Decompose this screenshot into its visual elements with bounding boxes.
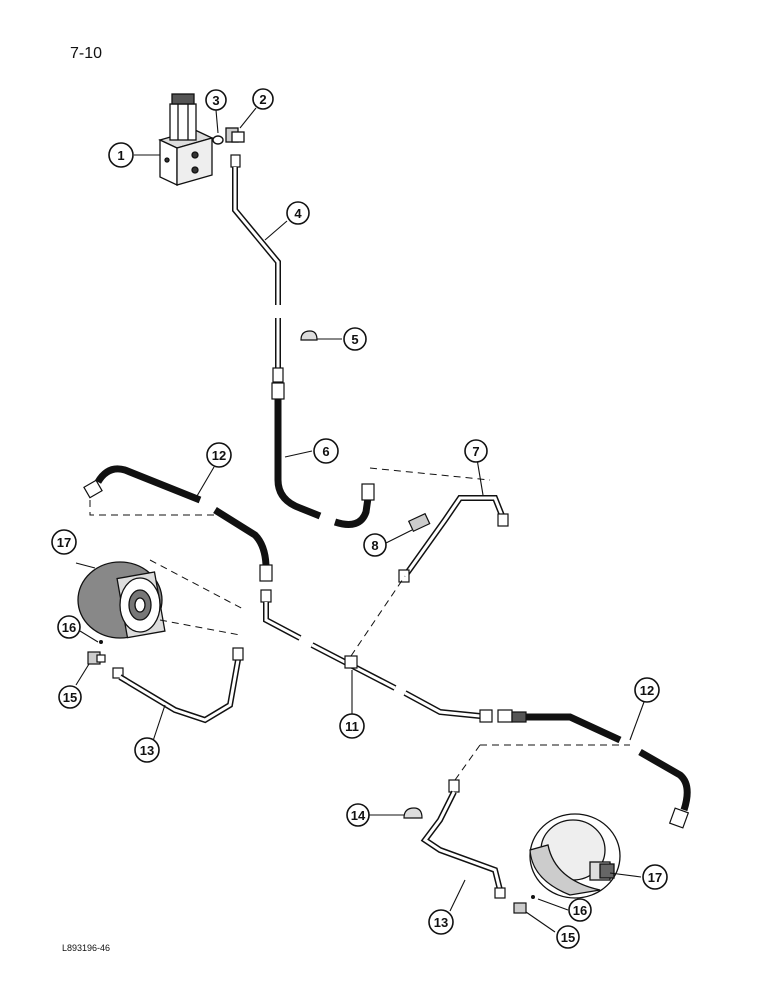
- clamp-5: [300, 330, 318, 341]
- tube-11: [260, 575, 493, 723]
- svg-text:1: 1: [117, 148, 124, 163]
- callout-2: 2: [252, 88, 274, 110]
- callout-16-left: 16: [57, 615, 81, 639]
- svg-text:17: 17: [648, 870, 662, 885]
- seal-16-right: [531, 895, 535, 899]
- callout-1: 1: [108, 142, 134, 168]
- svg-text:13: 13: [434, 915, 448, 930]
- svg-text:3: 3: [212, 93, 219, 108]
- callout-3: 3: [205, 89, 227, 111]
- svg-text:15: 15: [561, 930, 575, 945]
- hose-6: [271, 382, 375, 528]
- sleeve-8: [407, 512, 431, 533]
- wheel-motor-left: [77, 559, 246, 639]
- callout-15-right: 15: [556, 925, 580, 949]
- svg-text:7: 7: [472, 444, 479, 459]
- svg-text:6: 6: [322, 444, 329, 459]
- elbow-fitting: [225, 127, 245, 143]
- tube-13-left: [112, 647, 244, 724]
- callout-6: 6: [313, 438, 339, 464]
- callout-13-right: 13: [428, 909, 454, 935]
- svg-text:13: 13: [140, 743, 154, 758]
- callout-16-right: 16: [568, 898, 592, 922]
- tube-13-right: [420, 779, 506, 899]
- svg-text:15: 15: [63, 690, 77, 705]
- svg-text:11: 11: [345, 719, 359, 734]
- svg-text:14: 14: [351, 808, 366, 823]
- callout-17-left: 17: [51, 529, 77, 555]
- callout-7: 7: [464, 439, 488, 463]
- seal-16-left: [99, 640, 103, 644]
- svg-text:16: 16: [62, 620, 76, 635]
- svg-text:4: 4: [294, 206, 302, 221]
- svg-text:12: 12: [212, 448, 226, 463]
- hose-12-left: [83, 465, 273, 582]
- callout-11: 11: [339, 713, 365, 739]
- callout-12-right: 12: [634, 677, 660, 703]
- callout-14: 14: [346, 803, 370, 827]
- wheel-motor-right: [529, 813, 621, 899]
- clamp-14: [403, 807, 423, 819]
- callout-4: 4: [286, 201, 310, 225]
- callout-17-right: 17: [642, 864, 668, 890]
- svg-text:8: 8: [371, 538, 378, 553]
- callout-15-left: 15: [58, 685, 82, 709]
- tube-4: [230, 154, 284, 383]
- svg-text:2: 2: [259, 92, 266, 107]
- callout-5: 5: [343, 327, 367, 351]
- figure-code: L893196-46: [62, 943, 111, 953]
- fitting-15-left: [87, 651, 106, 665]
- svg-text:12: 12: [640, 683, 654, 698]
- valve-block: [158, 93, 214, 187]
- leader-lines: [75, 107, 645, 933]
- svg-text:16: 16: [573, 903, 587, 918]
- hose-12-right: [454, 709, 691, 829]
- tube-7: [369, 467, 509, 583]
- page-number: 7-10: [70, 45, 103, 62]
- fitting-15-right: [513, 902, 527, 914]
- svg-text:5: 5: [351, 332, 358, 347]
- svg-text:17: 17: [57, 535, 71, 550]
- o-ring-fitting: [212, 135, 224, 145]
- callout-12-left: 12: [206, 442, 232, 468]
- callout-13-left: 13: [134, 737, 160, 763]
- callout-8: 8: [363, 533, 387, 557]
